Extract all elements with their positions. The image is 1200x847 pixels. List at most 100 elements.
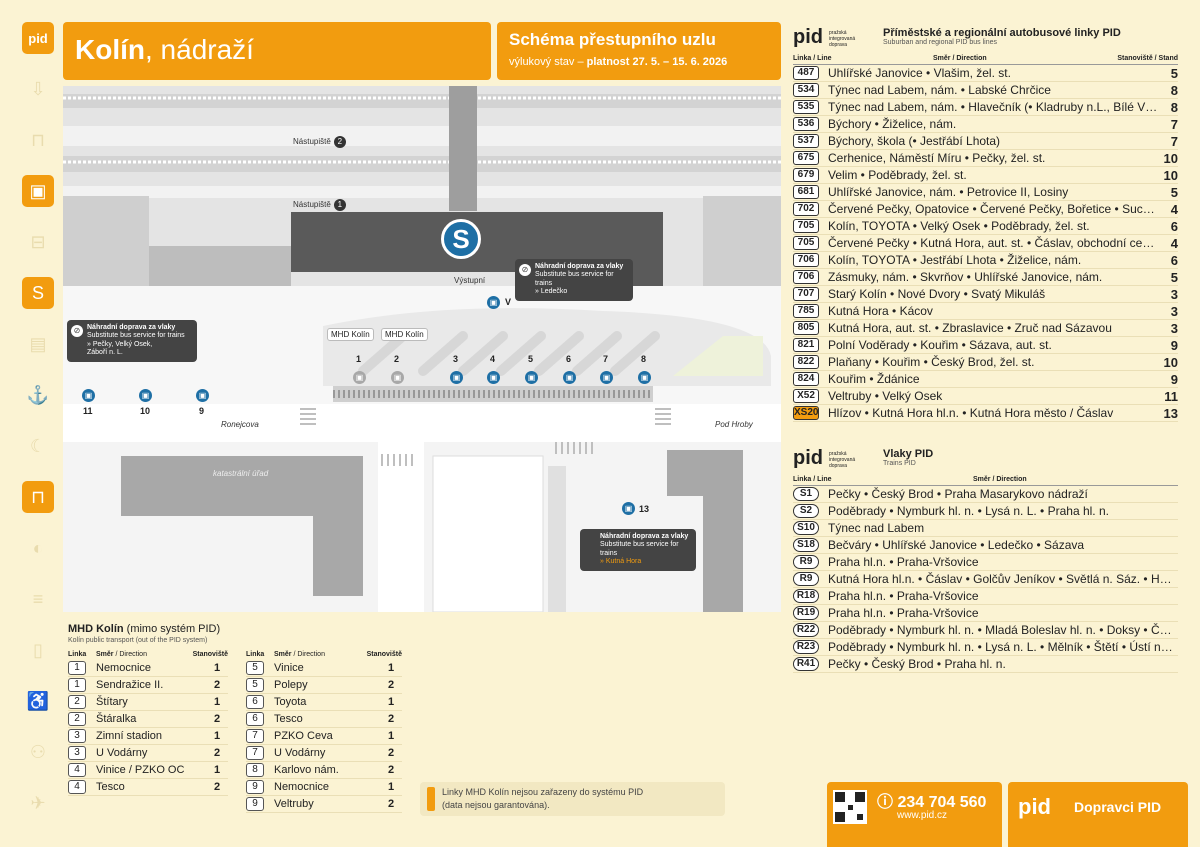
- direction: Kutná Hora, aut. st. • Zbraslavice • Zru…: [828, 321, 1112, 335]
- stand-number: 13: [639, 504, 650, 514]
- qr-code-icon[interactable]: [833, 790, 867, 824]
- bus-stop-icon[interactable]: ▣: [82, 389, 95, 402]
- scheme-header: Schéma přestupního uzlu výlukový stav – …: [497, 22, 781, 80]
- line-badge: 705: [793, 236, 819, 250]
- bus-stop-icon-v[interactable]: ▣: [487, 296, 500, 309]
- stand-number: 9: [199, 406, 205, 416]
- stand: 2: [388, 798, 395, 810]
- direction: Týnec nad Labem, nám. • Labské Chrčice: [828, 83, 1051, 97]
- replacement-bus-icon: ⊓: [22, 481, 54, 513]
- bus-stop-icon[interactable]: ▣: [525, 371, 538, 384]
- website-link[interactable]: www.pid.cz: [897, 810, 948, 821]
- direction: Kolín, TOYOTA • Velký Osek • Poděbrady, …: [828, 219, 1090, 233]
- bus-stop-icon[interactable]: ▣: [139, 389, 152, 402]
- line-badge: 3: [68, 729, 86, 743]
- info-phone[interactable]: ⓘ 234 704 560: [877, 794, 987, 811]
- family-icon: ⚇: [29, 741, 47, 762]
- mhd-stop-icon[interactable]: ▣: [353, 371, 366, 384]
- bus-stop-icon[interactable]: ▣: [600, 371, 613, 384]
- line-badge: S10: [793, 521, 819, 535]
- bus-stop-icon[interactable]: ▣: [563, 371, 576, 384]
- stand: 3: [1170, 320, 1178, 336]
- line-badge: S1: [793, 487, 819, 501]
- line-badge: 9: [246, 797, 264, 811]
- pid-logo-icon: pid: [22, 22, 54, 54]
- direction: Plaňany • Kouřim • Český Brod, žel. st.: [828, 355, 1035, 369]
- direction: Kouřim • Ždánice: [828, 372, 920, 386]
- line-badge: 9: [246, 780, 264, 794]
- bus-stop-icon[interactable]: ▣: [638, 371, 651, 384]
- line-badge: 675: [793, 151, 819, 165]
- bus-stop-icon[interactable]: ▣: [622, 502, 635, 515]
- ferry-icon: ⚓: [26, 384, 50, 405]
- direction: Červené Pečky, Opatovice • Červené Pečky…: [828, 202, 1158, 216]
- stand-v-label: V: [505, 297, 512, 307]
- bus-stop-icon[interactable]: ▣: [450, 371, 463, 384]
- line-badge: 785: [793, 304, 819, 318]
- direction: Toyota: [274, 696, 307, 708]
- station-suffix: , nádraží: [145, 34, 254, 65]
- mhd-stop-icon[interactable]: ▣: [391, 371, 404, 384]
- stand: 6: [1170, 252, 1178, 268]
- direction: Polepy: [274, 679, 308, 691]
- line-badge: 536: [793, 117, 819, 131]
- bus-stop-icon[interactable]: ▣: [487, 371, 500, 384]
- bus-lines-table: pid pražská integrovaná doprava Příměsts…: [793, 26, 1178, 422]
- bus-stop-icon[interactable]: ▣: [196, 389, 209, 402]
- stand: 4: [1170, 235, 1178, 251]
- stand: 1: [214, 662, 221, 674]
- direction: U Vodárny: [274, 747, 326, 759]
- stand: 5: [1170, 65, 1178, 81]
